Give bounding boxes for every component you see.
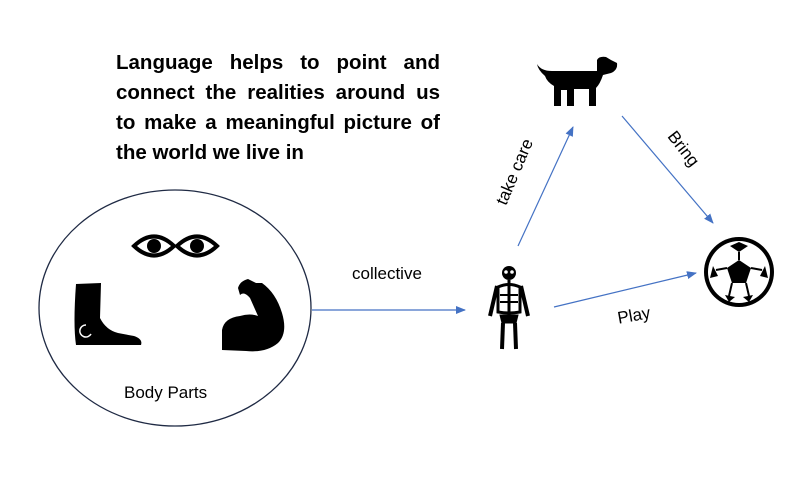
body-parts-label: Body Parts [124,383,208,402]
foot-icon [74,283,142,345]
play-arrow [553,271,697,308]
eye-icon [174,234,220,258]
skeleton-icon [488,266,530,350]
heading-text: Language helps to point and connect the … [116,51,440,164]
collective-label: collective [352,264,422,283]
flexed-arm-icon [222,279,285,352]
body-parts-circle [38,189,312,427]
take-care-arrow [517,126,574,247]
dog-icon [537,56,618,106]
eye-icon [131,234,177,258]
bring-arrow [621,115,714,224]
soccer-ball-icon [704,237,774,307]
